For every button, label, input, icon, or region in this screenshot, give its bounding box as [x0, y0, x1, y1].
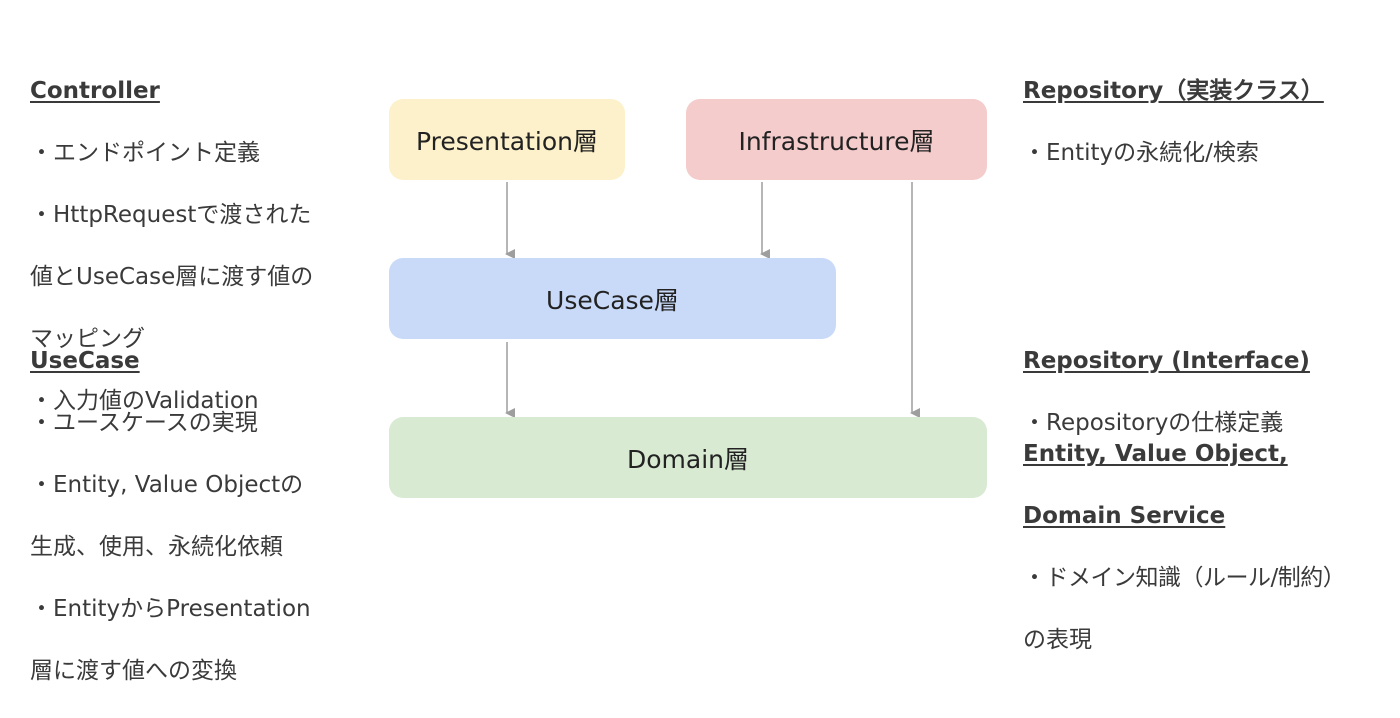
repository-interface-note-title: Repository (Interface) — [1023, 348, 1310, 374]
usecase-note-line: 生成、使用、永続化依頼 — [30, 534, 283, 560]
domain-note-title-line1: Entity, Value Object, — [1023, 441, 1288, 467]
repository-interface-note: Repository (Interface) ・Repositoryの仕様定義 — [1023, 315, 1393, 470]
controller-note-line: 値とUseCase層に渡す値の — [30, 264, 314, 290]
dependency-arrows — [505, 182, 920, 418]
usecase-layer-label: UseCase層 — [546, 285, 679, 315]
repository-impl-note: Repository（実装クラス） ・Entityの永続化/検索 — [1023, 45, 1393, 200]
presentation-layer-label: Presentation層 — [415, 126, 598, 156]
controller-note-line: ・入力値のValidation — [30, 388, 259, 414]
repository-impl-note-line: ・Entityの永続化/検索 — [1023, 140, 1259, 166]
repository-impl-note-title: Repository（実装クラス） — [1023, 78, 1324, 104]
usecase-note: UseCase ・ユースケースの実現 ・Entity, Value Object… — [30, 315, 370, 718]
domain-note: Entity, Value Object, Domain Service ・ドメ… — [1023, 408, 1395, 687]
usecase-note-line: 層に渡す値への変換 — [30, 658, 237, 684]
domain-note-title-line2: Domain Service — [1023, 503, 1226, 529]
domain-layer-box: Domain層 — [389, 417, 987, 498]
infrastructure-layer-label: Infrastructure層 — [738, 126, 935, 156]
controller-note-title: Controller — [30, 78, 160, 104]
presentation-layer-box: Presentation層 — [389, 99, 625, 180]
usecase-layer-box: UseCase層 — [389, 258, 836, 339]
usecase-note-line: ・EntityからPresentation — [30, 596, 311, 622]
repository-interface-note-line: ・Repositoryの仕様定義 — [1023, 410, 1284, 436]
domain-note-line: の表現 — [1023, 627, 1092, 653]
controller-note-line: ・エンドポイント定義 — [30, 140, 260, 166]
controller-note: Controller ・エンドポイント定義 ・HttpRequestで渡された … — [30, 45, 370, 448]
usecase-note-title: UseCase — [30, 348, 140, 374]
controller-note-line: ・HttpRequestで渡された — [30, 202, 312, 228]
controller-note-line: マッピング — [30, 326, 145, 352]
usecase-note-line: ・ユースケースの実現 — [30, 410, 258, 436]
usecase-note-line: ・Entity, Value Objectの — [30, 472, 304, 498]
domain-layer-label: Domain層 — [626, 444, 749, 474]
infrastructure-layer-box: Infrastructure層 — [686, 99, 987, 180]
